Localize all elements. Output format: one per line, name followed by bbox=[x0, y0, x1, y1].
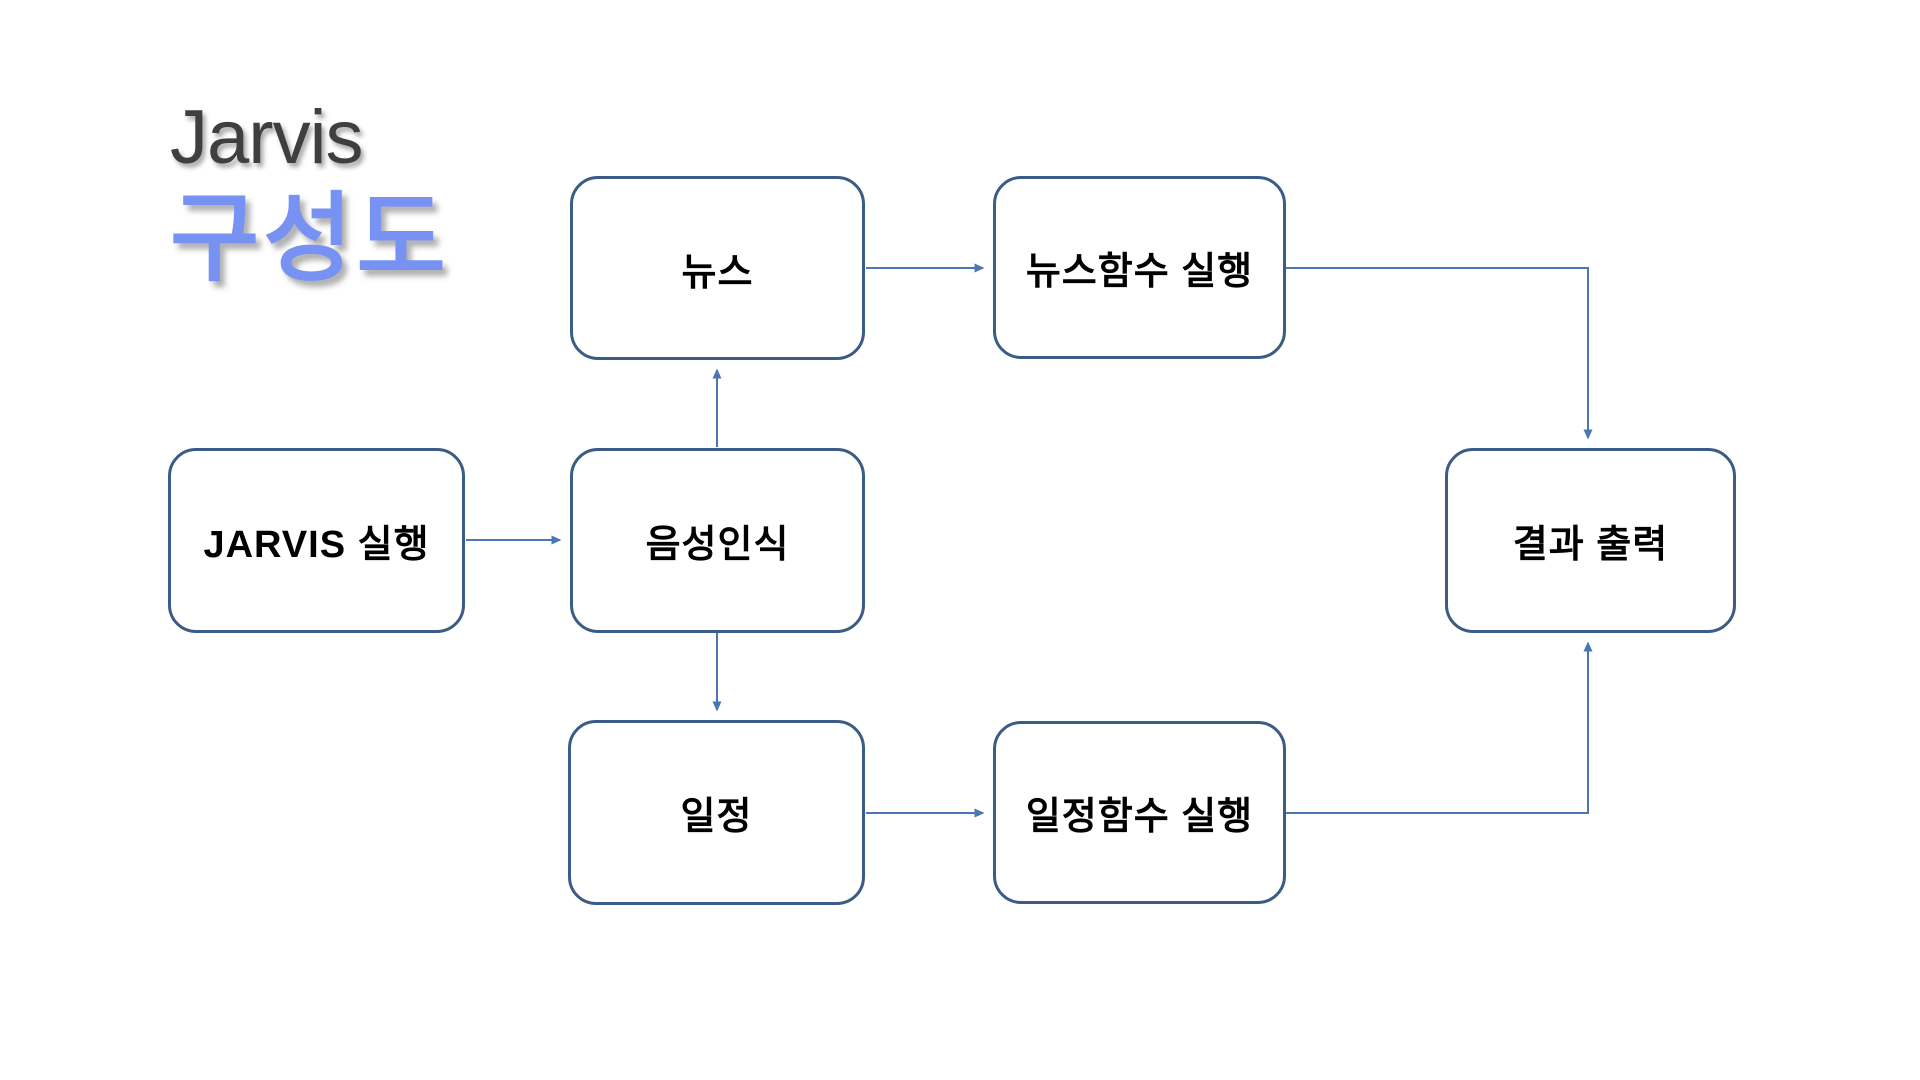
page-title: Jarvis bbox=[170, 95, 363, 180]
node-news: 뉴스 bbox=[570, 176, 865, 360]
node-jarvis-run-label: JARVIS 실행 bbox=[203, 524, 430, 566]
connector-news-function-to-result-output bbox=[1286, 267, 1593, 440]
node-result-output: 결과 출력 bbox=[1445, 448, 1736, 633]
node-voice-recognition: 음성인식 bbox=[570, 448, 865, 633]
node-result-output-label: 결과 출력 bbox=[1512, 524, 1669, 566]
node-schedule: 일정 bbox=[568, 720, 865, 905]
node-news-label: 뉴스 bbox=[681, 251, 754, 294]
node-schedule-function-label: 일정함수 실행 bbox=[1025, 796, 1254, 838]
node-voice-recognition-label: 음성인식 bbox=[645, 524, 790, 566]
connector-schedule-function-to-result-output bbox=[1286, 641, 1593, 814]
node-jarvis-run: JARVIS 실행 bbox=[168, 448, 465, 633]
node-news-function: 뉴스함수 실행 bbox=[993, 176, 1286, 359]
title-block: Jarvis 구성도 bbox=[170, 95, 450, 293]
node-schedule-function: 일정함수 실행 bbox=[993, 721, 1286, 904]
node-news-function-label: 뉴스함수 실행 bbox=[1025, 251, 1254, 293]
page-subtitle: 구성도 bbox=[170, 184, 450, 293]
node-schedule-label: 일정 bbox=[680, 796, 753, 838]
